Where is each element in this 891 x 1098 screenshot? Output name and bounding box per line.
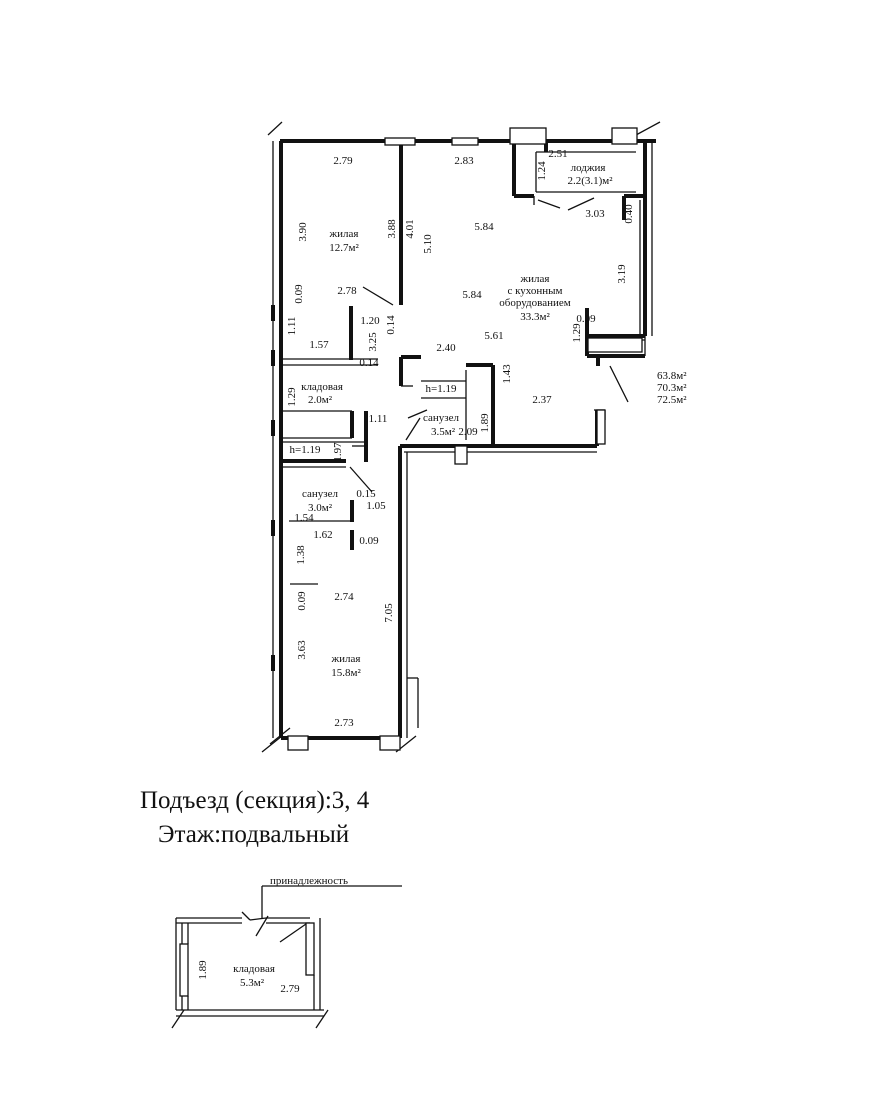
dim-label: 0.09 — [296, 591, 308, 611]
dim-label: 1.57 — [309, 339, 329, 351]
dimensions: 2.79 2.83 2.51 3.03 5.84 5.84 2.78 1.20 … — [290, 148, 606, 729]
room-living2-name2: с кухонным — [507, 285, 562, 297]
dim-label: 3.90 — [297, 222, 309, 242]
dim-label: 0.14 — [385, 315, 397, 335]
room-storage-name: кладовая — [301, 381, 343, 393]
dim-label: 3.19 — [616, 264, 628, 284]
room-living2-area: 33.3м² — [520, 311, 550, 323]
basement-room-name: кладовая — [233, 963, 275, 975]
basement-room-area: 5.3м² — [240, 977, 265, 989]
dim-label: 1.24 — [536, 161, 548, 181]
room-bath-small-area: 3.0м² — [308, 502, 333, 514]
dim-label: 1.20 — [360, 315, 380, 327]
room-living3-name: жилая — [331, 653, 361, 665]
dim-label: 2.83 — [454, 155, 474, 167]
belonging-note: принадлежность — [270, 875, 348, 887]
floor-caption: Этаж:подвальный — [158, 821, 349, 848]
dim-label: 1.38 — [295, 545, 307, 565]
dim-label: 1.29 — [571, 323, 583, 343]
dim-label: 1.43 — [501, 364, 513, 384]
room-living3-area: 15.8м² — [331, 667, 361, 679]
dim-label: 5.10 — [422, 234, 434, 254]
dim-label: 2.37 — [532, 394, 552, 406]
dim-label: 2.79 — [280, 983, 300, 995]
room-bath-small-name: санузел — [302, 488, 339, 500]
dim-label: 3.25 — [367, 332, 379, 352]
room-living1-area: 12.7м² — [329, 242, 359, 254]
room-living1-name: жилая — [329, 228, 359, 240]
dim-label: 0.09 — [293, 284, 305, 304]
dim-label: 0.40 — [623, 204, 635, 224]
dim-label: 5.84 — [474, 221, 494, 233]
dim-label: 2.73 — [334, 717, 354, 729]
dim-label: 2.09 — [458, 426, 478, 438]
dim-label: 0.09 — [576, 313, 596, 325]
dim-label: 2.74 — [334, 591, 354, 603]
dim-label: 1.62 — [313, 529, 332, 541]
dim-label: 1.05 — [366, 500, 386, 512]
dim-label: 0.15 — [356, 488, 376, 500]
dim-label: 1.11 — [286, 317, 298, 336]
dim-label: 4.01 — [404, 219, 416, 238]
dim-label: 2.40 — [436, 342, 456, 354]
basement-storage-plan: принадлежность кладовая 5.3м² 2.79 1.89 — [171, 875, 402, 1029]
room-loggia-area: 2.2(3.1)м² — [567, 175, 613, 187]
dim-label: 1.11 — [369, 413, 388, 425]
dim-label: 5.84 — [462, 289, 482, 301]
room-living2-name: жилая — [520, 273, 550, 285]
room-loggia-name: лоджия — [571, 162, 606, 174]
room-bath-big-name: санузел — [423, 412, 460, 424]
dim-label: 0.09 — [359, 535, 379, 547]
dim-label: 1.89 — [197, 960, 209, 980]
room-living2-name3: оборудованием — [499, 297, 570, 309]
dim-label: 1.54 — [294, 512, 314, 524]
dim-label: 2.79 — [333, 155, 353, 167]
dim-label: 2.51 — [548, 148, 567, 160]
dim-label: 7.05 — [383, 603, 395, 623]
left-windows — [271, 200, 643, 751]
dim-label: 2.78 — [337, 285, 357, 297]
dim-label: 5.61 — [484, 330, 503, 342]
total-area-total: 70.3м² — [657, 382, 687, 394]
dim-label: h=1.19 — [426, 383, 457, 395]
room-labels: жилая 12.7м² жилая с кухонным оборудован… — [301, 162, 613, 679]
room-bath-big-area: 3.5м² — [431, 426, 456, 438]
room-storage-area: 2.0м² — [308, 394, 333, 406]
dim-label: 1.89 — [479, 413, 491, 433]
dim-label: h=1.19 — [290, 444, 321, 456]
dimensions-vertical: 1.24 0.40 3.90 3.88 4.01 5.10 3.19 0.09 … — [286, 161, 635, 660]
dim-label: 1.29 — [286, 387, 298, 407]
dim-label: 3.03 — [585, 208, 605, 220]
dim-label: 1.97 — [332, 442, 344, 462]
entrance-caption: Подъезд (секция):3, 4 — [140, 787, 370, 814]
dim-label: 3.88 — [386, 219, 398, 239]
total-area-living: 63.8м² — [657, 370, 687, 382]
dim-label: 3.63 — [296, 640, 308, 660]
total-areas: 63.8м² 70.3м² 72.5м² — [657, 370, 687, 406]
dim-label: 0.14 — [359, 357, 379, 369]
total-area-full: 72.5м² — [657, 394, 687, 406]
